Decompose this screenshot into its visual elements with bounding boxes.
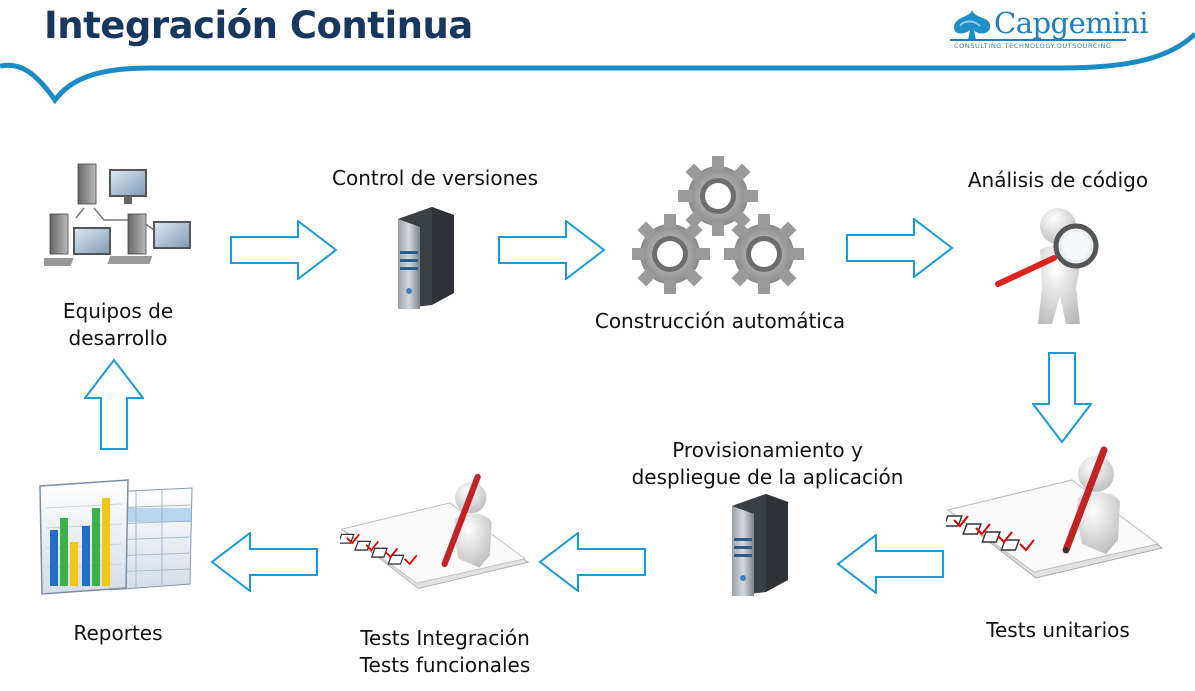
gears-icon bbox=[632, 156, 804, 294]
checklist-figure-icon bbox=[340, 473, 530, 589]
page-title: Integración Continua bbox=[44, 4, 473, 47]
node-label-analysis: Análisis de código bbox=[967, 168, 1149, 192]
node-label-dev: Equipos de desarrollo bbox=[62, 299, 174, 350]
server-icon bbox=[732, 494, 788, 596]
arrow-right bbox=[498, 220, 606, 280]
magnifier-figure-icon bbox=[995, 208, 1099, 324]
spade-logo-icon bbox=[954, 10, 991, 40]
arrow-down bbox=[1032, 352, 1092, 444]
node-label-reports: Reportes bbox=[73, 621, 163, 645]
computers-network-icon bbox=[44, 163, 191, 266]
report-chart-icon bbox=[39, 479, 193, 595]
node-label-integration: Tests Integración Tests funcionales bbox=[359, 626, 531, 677]
node-label-deploy: Provisionamiento y despliegue de la apli… bbox=[631, 438, 904, 489]
node-label-vcs: Control de versiones bbox=[332, 166, 538, 190]
arrow-left bbox=[210, 532, 318, 592]
node-label-build: Construcción automática bbox=[594, 309, 846, 333]
checklist-figure-icon bbox=[946, 446, 1164, 579]
arrow-up bbox=[84, 358, 144, 450]
arrow-left bbox=[538, 532, 646, 592]
logo-tagline: CONSULTING.TECHNOLOGY.OUTSOURCING bbox=[954, 42, 1112, 50]
arrow-left bbox=[836, 534, 944, 594]
logo-wordmark: Capgemini bbox=[994, 6, 1149, 40]
arrow-right bbox=[846, 218, 954, 278]
arrow-right bbox=[230, 220, 338, 280]
logo-underline bbox=[950, 39, 1126, 41]
company-logo: Capgemini CONSULTING.TECHNOLOGY.OUTSOURC… bbox=[950, 6, 1149, 54]
server-icon bbox=[398, 207, 454, 309]
header-wave-line bbox=[0, 32, 1195, 105]
node-label-unit: Tests unitarios bbox=[986, 618, 1130, 642]
